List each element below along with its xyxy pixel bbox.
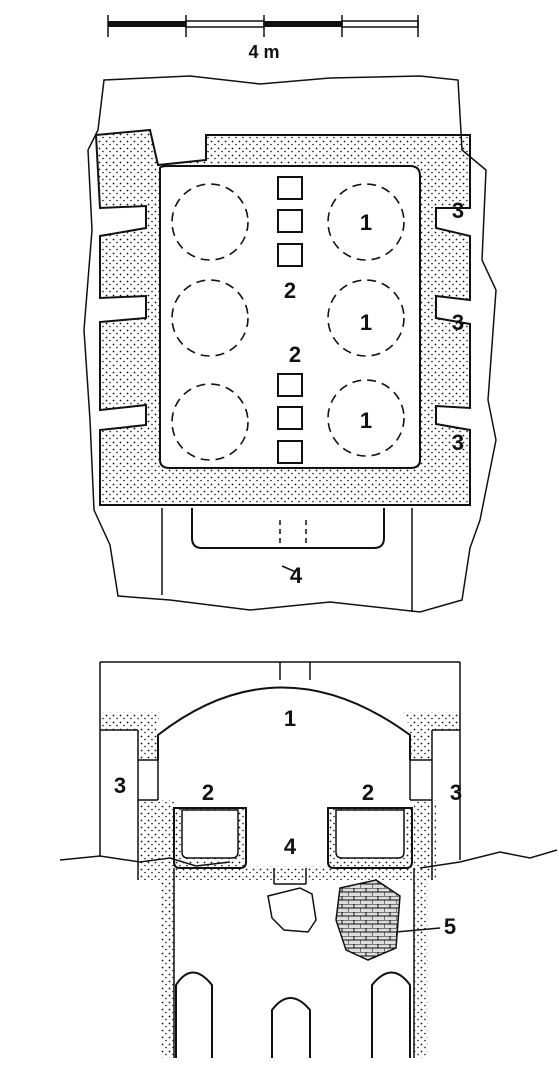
post-square — [277, 243, 303, 267]
section-label-post-left: 2 — [202, 780, 214, 805]
section-label-stoke-pit: 4 — [284, 834, 297, 859]
lower-arch — [175, 971, 213, 1058]
rubble-fragment — [267, 887, 317, 933]
chamber-circle — [327, 279, 405, 357]
vault-arch — [157, 686, 411, 760]
plan-label-flue-1: 3 — [452, 198, 464, 223]
section-label-masonry: 5 — [444, 914, 456, 939]
section-label-chamber: 1 — [284, 706, 296, 731]
plan-outline — [83, 75, 497, 613]
plan-label-chamber-1: 1 — [360, 210, 372, 235]
section-label-flue-left: 3 — [114, 773, 126, 798]
section-wall-right — [400, 712, 460, 760]
ground-line — [59, 849, 558, 869]
plan-label-flue-3: 3 — [452, 430, 464, 455]
brick-patch — [335, 879, 401, 961]
plan-label-flue-2: 3 — [452, 310, 464, 335]
chamber-circle — [327, 183, 405, 261]
post-square — [277, 373, 303, 397]
lower-arch — [371, 971, 411, 1058]
chamber-circle — [171, 383, 249, 461]
scale-bar-label: 4 m — [248, 42, 279, 62]
post-square — [277, 440, 303, 464]
scale-bar: 4 m — [107, 15, 419, 62]
chamber-circle — [327, 379, 405, 457]
section-view: 1 2 2 3 3 4 5 — [59, 661, 558, 1058]
section-wall-left — [100, 712, 160, 760]
plan-stoke-pit: 4 — [161, 508, 413, 612]
lower-arch — [271, 997, 311, 1058]
post-square — [277, 176, 303, 200]
plan-wall-band — [94, 128, 471, 506]
post-square — [277, 209, 303, 233]
plan-label-chamber-3: 1 — [360, 408, 372, 433]
plan-label-stoke-pit: 4 — [290, 563, 303, 588]
chamber-circle — [171, 279, 249, 357]
plan-view: 1 1 1 2 2 3 3 3 4 — [83, 75, 497, 613]
plan-label-post-2: 2 — [289, 342, 301, 367]
section-label-post-right: 2 — [362, 780, 374, 805]
post-square — [277, 406, 303, 430]
chamber-circle — [171, 183, 249, 261]
section-label-flue-right: 3 — [450, 780, 462, 805]
plan-label-chamber-2: 1 — [360, 310, 372, 335]
plan-label-post-1: 2 — [284, 278, 296, 303]
